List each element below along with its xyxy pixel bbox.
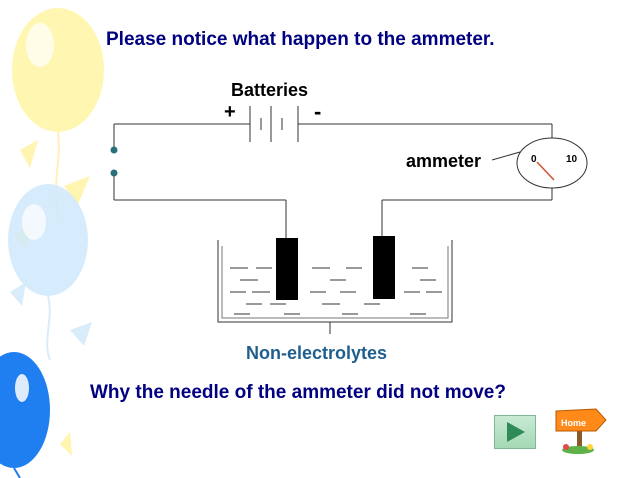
- ammeter-needle: [536, 161, 555, 181]
- next-slide-button[interactable]: [494, 415, 536, 449]
- question-text: Why the needle of the ammeter did not mo…: [90, 382, 506, 403]
- play-triangle-icon: [507, 422, 525, 442]
- balloon-decoration-yellow: [12, 8, 104, 250]
- home-label: Home: [561, 418, 587, 428]
- ammeter-dial-icon: [516, 137, 588, 189]
- positive-terminal-sign: +: [224, 101, 236, 123]
- switch-terminal-bottom: [110, 169, 118, 177]
- slide-title: Please notice what happen to the ammeter…: [106, 29, 495, 50]
- home-signpost-icon: [555, 408, 607, 454]
- electrode-left: [276, 238, 298, 300]
- negative-terminal-sign: -: [314, 99, 322, 124]
- home-button[interactable]: Home: [552, 405, 608, 455]
- ammeter-scale-max: 10: [566, 154, 578, 165]
- ammeter-label: ammeter: [406, 151, 482, 171]
- solution-ripples: [230, 267, 442, 315]
- electrode-right: [373, 236, 395, 299]
- solution-label: Non-electrolytes: [246, 343, 388, 363]
- beaker-icon: [217, 240, 453, 334]
- circuit-wires: [113, 123, 553, 238]
- batteries-label: Batteries: [231, 80, 309, 100]
- switch-terminal-top: [110, 146, 118, 154]
- balloon-decoration-blue: [0, 352, 72, 478]
- ammeter-scale-min: 0: [531, 154, 537, 165]
- battery-cells-icon: [249, 106, 299, 142]
- balloon-decoration-lightblue: [8, 184, 92, 361]
